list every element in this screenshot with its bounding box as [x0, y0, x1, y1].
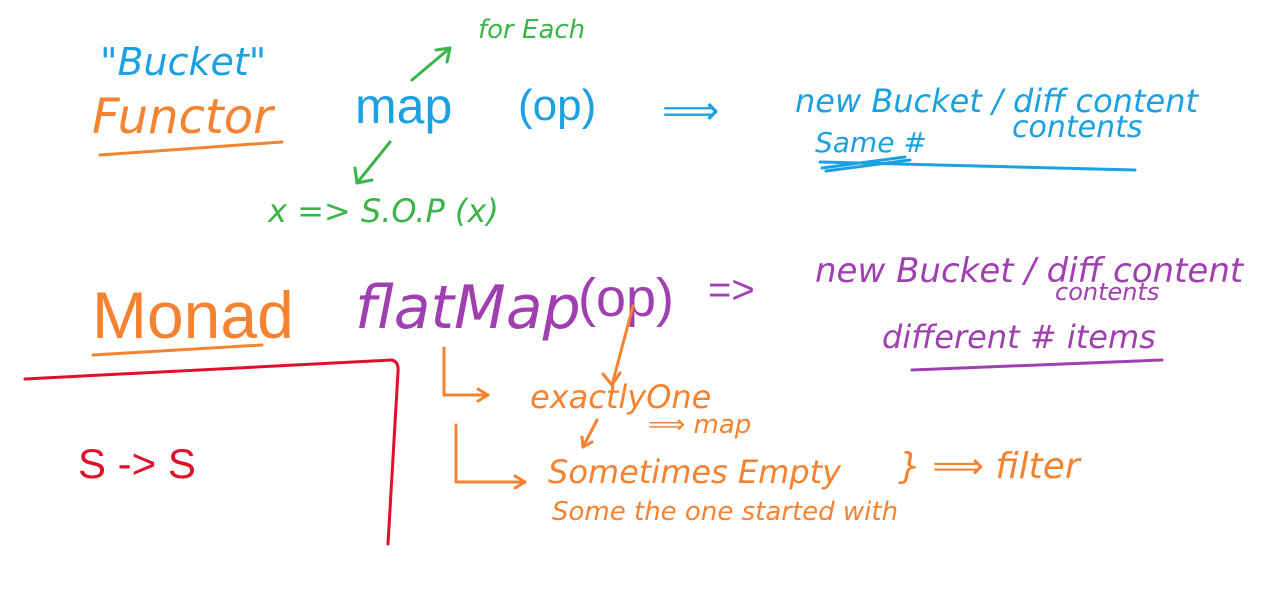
monad-same-one: Some the one started with — [552, 497, 898, 527]
same-count-underline — [820, 155, 912, 173]
monad-diff-underline — [910, 358, 1164, 372]
functor-contents: contents — [1012, 110, 1143, 145]
for-each-arrow-head — [434, 46, 452, 64]
monad-to-filter: } ⟹ filter — [898, 446, 1082, 487]
branch-exactly-one — [442, 346, 490, 397]
monad-to-map: ⟹ map — [648, 410, 751, 440]
functor-new-bucket: new Bucket / diff content — [795, 82, 1199, 120]
functor-underline — [98, 140, 284, 157]
box-label: S -> S — [78, 440, 196, 487]
op-arrow — [610, 304, 635, 387]
lambda-arrow-head — [353, 166, 374, 185]
monad-sometimes: Sometimes Empty — [548, 453, 842, 491]
monad-exactly-one: exactlyOne — [530, 378, 711, 416]
branch-exactly-one-head — [476, 387, 490, 403]
endofunctor-box — [23, 358, 400, 546]
bucket-label: "Bucket" — [100, 40, 266, 84]
functor-map: map — [355, 78, 452, 134]
monad-contents: contents — [1055, 278, 1159, 306]
functor-title: Functor — [92, 89, 276, 145]
functor-lambda: x => S.O.P (x) — [267, 192, 499, 230]
for-each-arrow — [410, 46, 452, 82]
branch-sometimes — [454, 423, 527, 484]
exactly-one-arrow — [581, 418, 599, 449]
functor-arrow: ⟹ — [662, 89, 719, 133]
monad-title: Monad — [92, 278, 294, 352]
functor-content-underline — [818, 160, 1137, 172]
monad-flatmap: flatMap — [355, 273, 581, 343]
op-arrow-head — [601, 371, 622, 387]
for-each-label: for Each — [478, 15, 585, 45]
lambda-arrow — [355, 140, 392, 185]
monad-diff-items: different # items — [882, 318, 1156, 356]
monad-arrow: => — [708, 268, 755, 312]
monad-underline — [91, 343, 264, 357]
functor-op: (op) — [518, 81, 596, 130]
monad-op: (op) — [578, 268, 674, 328]
branch-sometimes-head — [513, 474, 527, 490]
monad-new-bucket: new Bucket / diff content — [815, 251, 1245, 291]
functor-same-count: Same # — [815, 126, 927, 159]
exactly-one-arrow-head — [580, 435, 594, 449]
